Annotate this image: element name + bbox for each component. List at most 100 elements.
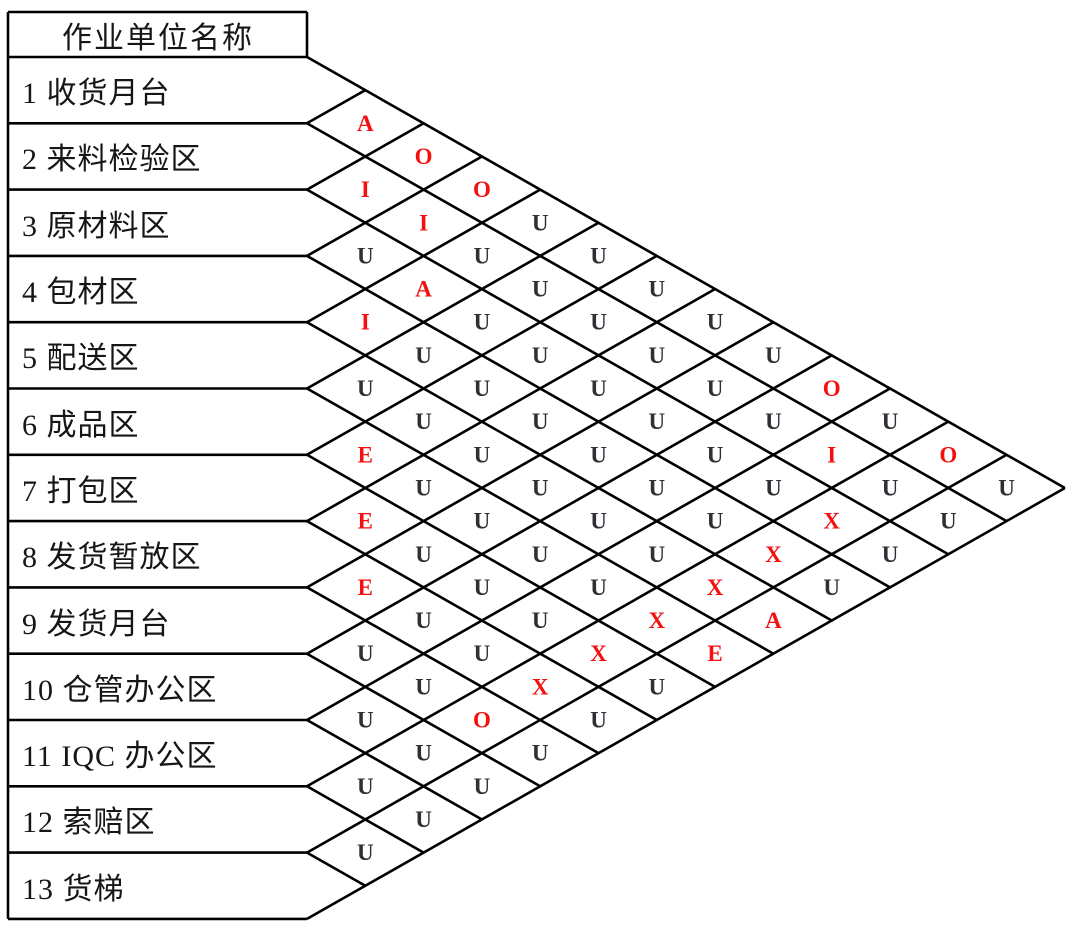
rating-cell-7-8: E bbox=[358, 509, 373, 534]
unit-row-1: 1 收货月台 bbox=[22, 77, 171, 111]
rating-cell-6-11: U bbox=[590, 575, 607, 600]
rating-cell-3-13: U bbox=[882, 542, 899, 567]
rating-cell-1-13: U bbox=[998, 475, 1015, 500]
rating-cell-8-9: E bbox=[358, 575, 373, 600]
rating-cell-1-6: U bbox=[590, 243, 607, 268]
unit-row-12: 12 索赔区 bbox=[22, 806, 156, 840]
rating-cell-4-11: U bbox=[707, 509, 724, 534]
rating-cell-2-11: I bbox=[827, 442, 836, 467]
rating-cell-6-12: X bbox=[648, 608, 665, 633]
unit-row-10: 10 仓管办公区 bbox=[22, 673, 218, 707]
rating-cell-5-13: A bbox=[765, 608, 782, 633]
rating-cell-5-12: X bbox=[707, 575, 724, 600]
diagonal-down-12 bbox=[306, 851, 366, 887]
rating-cell-3-10: U bbox=[707, 442, 724, 467]
rating-cell-7-10: U bbox=[474, 575, 491, 600]
unit-row-6: 6 成品区 bbox=[22, 408, 140, 442]
rating-cell-3-4: U bbox=[357, 243, 374, 268]
diagonal-down-6 bbox=[306, 453, 716, 688]
unit-row-11: 11 IQC 办公区 bbox=[22, 740, 218, 774]
rating-cell-2-4: I bbox=[419, 210, 428, 235]
rating-cell-6-10: U bbox=[532, 542, 549, 567]
rating-cell-4-10: U bbox=[648, 475, 665, 500]
diagonal-up-3 bbox=[306, 155, 483, 258]
rating-cell-1-8: U bbox=[707, 310, 724, 335]
rating-cell-1-12: O bbox=[939, 442, 957, 467]
rating-cell-6-7: E bbox=[358, 442, 373, 467]
diagonal-down-8 bbox=[306, 586, 600, 755]
rating-cell-1-9: U bbox=[765, 343, 782, 368]
rating-cell-8-13: U bbox=[590, 708, 607, 733]
rating-cell-11-12: U bbox=[357, 774, 374, 799]
rating-cell-4-5: I bbox=[361, 310, 370, 335]
rating-cell-4-7: U bbox=[474, 376, 491, 401]
diagonal-down-0 bbox=[306, 55, 1066, 490]
rating-cell-7-9: U bbox=[415, 542, 432, 567]
rating-cell-2-8: U bbox=[648, 343, 665, 368]
rating-cell-3-9: U bbox=[648, 409, 665, 434]
unit-row-9: 9 发货月台 bbox=[22, 607, 171, 641]
rating-cell-5-6: U bbox=[357, 376, 374, 401]
diagonal-up-9 bbox=[306, 354, 833, 655]
rating-cell-10-13: U bbox=[474, 774, 491, 799]
diagonal-up-6 bbox=[306, 254, 658, 456]
table-header: 作业单位名称 bbox=[62, 21, 254, 55]
rating-cell-5-8: U bbox=[474, 442, 491, 467]
rating-cell-1-3: O bbox=[415, 144, 433, 169]
unit-row-5: 5 配送区 bbox=[22, 342, 140, 376]
rating-cell-7-13: U bbox=[648, 674, 665, 699]
rating-cell-1-4: O bbox=[473, 177, 491, 202]
diagonal-down-4 bbox=[306, 321, 833, 622]
rating-cell-2-6: U bbox=[532, 277, 549, 302]
rating-cell-9-11: U bbox=[415, 674, 432, 699]
rating-cell-1-5: U bbox=[532, 210, 549, 235]
unit-row-8: 8 发货暂放区 bbox=[22, 541, 202, 575]
diagonal-up-13 bbox=[306, 486, 1066, 921]
unit-row-4: 4 包材区 bbox=[22, 276, 140, 310]
diagonal-up-8 bbox=[306, 321, 775, 589]
rating-cell-8-12: X bbox=[532, 674, 549, 699]
rating-cell-1-2: A bbox=[357, 111, 374, 136]
rating-cell-1-7: U bbox=[648, 277, 665, 302]
rating-cell-9-13: U bbox=[532, 741, 549, 766]
rating-cell-7-11: U bbox=[532, 608, 549, 633]
rating-cell-3-8: U bbox=[590, 376, 607, 401]
rating-cell-3-12: X bbox=[823, 509, 840, 534]
diagonal-up-4 bbox=[306, 188, 541, 324]
diagonal-up-12 bbox=[306, 453, 1008, 854]
rating-cell-5-11: U bbox=[648, 542, 665, 567]
diagonal-up-5 bbox=[306, 221, 600, 390]
rating-cell-6-13: E bbox=[707, 641, 722, 666]
rating-cell-5-7: U bbox=[415, 409, 432, 434]
rating-cell-9-10: U bbox=[357, 641, 374, 666]
diagonal-down-10 bbox=[306, 718, 483, 821]
diagonal-up-10 bbox=[306, 387, 891, 722]
rating-cell-6-8: U bbox=[415, 475, 432, 500]
rating-cell-3-7: U bbox=[532, 343, 549, 368]
diagonal-up-1 bbox=[306, 89, 366, 125]
rating-cell-2-13: U bbox=[940, 509, 957, 534]
rating-cell-4-8: U bbox=[532, 409, 549, 434]
rating-cell-1-10: O bbox=[823, 376, 841, 401]
rating-cell-4-12: X bbox=[765, 542, 782, 567]
unit-row-3: 3 原材料区 bbox=[22, 209, 171, 243]
rating-cell-4-6: U bbox=[415, 343, 432, 368]
rating-cell-8-10: U bbox=[415, 608, 432, 633]
unit-row-2: 2 来料检验区 bbox=[22, 143, 202, 177]
rating-cell-7-12: X bbox=[590, 641, 607, 666]
rating-cell-6-9: U bbox=[474, 509, 491, 534]
diagonal-up-2 bbox=[306, 122, 425, 191]
rating-cell-2-7: U bbox=[590, 310, 607, 335]
rating-cell-4-9: U bbox=[590, 442, 607, 467]
diagonal-up-11 bbox=[306, 420, 949, 788]
rating-cell-3-5: A bbox=[415, 277, 432, 302]
rating-cell-5-9: U bbox=[532, 475, 549, 500]
rating-cell-10-12: U bbox=[415, 741, 432, 766]
diagonal-up-7 bbox=[306, 287, 716, 523]
rating-cell-2-3: I bbox=[361, 177, 370, 202]
rating-cell-12-13: U bbox=[357, 840, 374, 865]
rating-cell-3-6: U bbox=[474, 310, 491, 335]
rating-cell-11-13: U bbox=[415, 807, 432, 832]
